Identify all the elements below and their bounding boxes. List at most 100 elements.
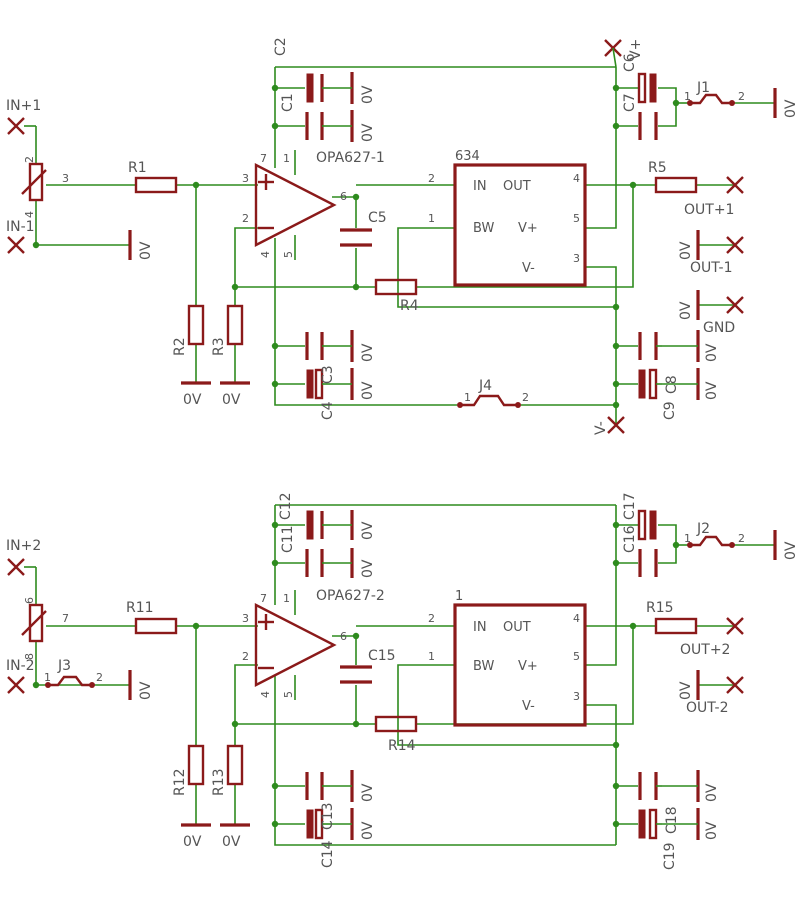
label-c7: C7 <box>622 93 638 112</box>
label-opa627-2: OPA627-2 <box>316 588 385 604</box>
label-in-minus-1: IN-1 <box>6 219 35 235</box>
label-ic2-pin3: 3 <box>573 690 580 703</box>
label-c18-ground: 0V <box>704 783 720 802</box>
label-in-plus-1: IN+1 <box>6 98 41 114</box>
input-pot-1 <box>21 162 47 202</box>
label-r14: R14 <box>388 738 416 754</box>
label-oa2-pin5: 5 <box>282 691 295 698</box>
label-ic2-pin4: 4 <box>573 612 580 625</box>
label-c13: C13 <box>320 802 336 830</box>
label-r4: R4 <box>400 298 419 314</box>
label-j3-pin1: 1 <box>44 671 51 684</box>
label-j1-pin1: 1 <box>684 90 691 103</box>
resistor-r12 <box>187 744 205 786</box>
label-c3: C3 <box>320 365 336 384</box>
resistor-r2 <box>187 304 205 346</box>
resistors-channel-1 <box>134 176 698 346</box>
label-c4: C4 <box>320 401 336 420</box>
label-out1-ground: 0V <box>678 241 694 260</box>
label-ic1-vminus: V- <box>522 261 535 276</box>
label-c3-ground: 0V <box>360 343 376 362</box>
label-ic1-out: OUT <box>503 179 531 194</box>
label-c9-ground: 0V <box>704 381 720 400</box>
label-r13: R13 <box>211 768 227 796</box>
label-j2-pin1: 1 <box>684 532 691 545</box>
label-ic1-in: IN <box>473 179 487 194</box>
label-oa2-pin2: 2 <box>242 650 249 663</box>
label-c19: C19 <box>662 842 678 870</box>
label-r2-ground: 0V <box>183 392 202 408</box>
label-oa2-pin1: 1 <box>283 592 290 605</box>
capacitors-channel-2 <box>305 509 662 840</box>
label-r13-ground: 0V <box>222 834 241 850</box>
label-oa1-pin4: 4 <box>259 251 272 258</box>
label-ic2-bw: BW <box>473 659 494 674</box>
label-gnd: GND <box>703 320 735 336</box>
label-pot1-pin3: 3 <box>62 172 69 185</box>
capacitors-channel-1 <box>305 72 662 400</box>
resistor-r5 <box>654 176 698 194</box>
label-c11: C11 <box>280 525 296 553</box>
label-opa627-1: OPA627-1 <box>316 150 385 166</box>
junctions-channel-2 <box>32 521 680 828</box>
label-j3-ground: 0V <box>138 681 154 700</box>
label-j2-ground: 0V <box>783 541 799 560</box>
input-pot-2 <box>21 603 47 643</box>
label-oa2-pin4: 4 <box>259 691 272 698</box>
label-oa1-pin2: 2 <box>242 212 249 225</box>
label-pot2-pin6: 6 <box>23 597 36 604</box>
label-c6: C6 <box>622 53 638 72</box>
label-r11: R11 <box>126 600 154 616</box>
terminal-markers-channel-1 <box>7 39 744 434</box>
label-j4-pin1: 1 <box>464 391 471 404</box>
resistor-r14 <box>374 715 418 733</box>
label-j1-ground: 0V <box>783 99 799 118</box>
label-r15: R15 <box>646 600 674 616</box>
resistor-r13 <box>226 744 244 786</box>
label-c4-ground: 0V <box>360 381 376 400</box>
label-ic2-in: IN <box>473 620 487 635</box>
label-out-minus-2: OUT-2 <box>686 700 729 716</box>
label-c18: C18 <box>664 806 680 834</box>
label-j4: J4 <box>478 378 492 394</box>
ground-symbols-channel-1 <box>128 72 777 400</box>
resistor-r1 <box>134 176 178 194</box>
label-out-plus-1: OUT+1 <box>684 202 734 218</box>
label-ic1-pin3: 3 <box>573 252 580 265</box>
jumpers-channel-2 <box>45 535 735 688</box>
label-c14: C14 <box>320 840 336 868</box>
ground-symbols-channel-2 <box>128 510 777 840</box>
opamp-opa627-2 <box>254 590 337 700</box>
label-c8-ground: 0V <box>704 343 720 362</box>
label-ic2-vminus: V- <box>522 699 535 714</box>
label-c2: C2 <box>273 37 289 56</box>
label-r5: R5 <box>648 160 667 176</box>
label-ic1-pin1: 1 <box>428 212 435 225</box>
label-j2: J2 <box>696 521 710 537</box>
label-j3: J3 <box>57 658 71 674</box>
label-j4-pin2: 2 <box>522 391 529 404</box>
label-pot2-pin7: 7 <box>62 612 69 625</box>
label-c11-ground: 0V <box>360 559 376 578</box>
ic-buffer-2 <box>453 603 587 727</box>
label-r3: R3 <box>211 337 227 356</box>
label-ic1-vplus: V+ <box>518 221 538 236</box>
resistor-r3 <box>226 304 244 346</box>
label-r3-ground: 0V <box>222 392 241 408</box>
label-ic2-pin2: 2 <box>428 612 435 625</box>
label-ic1-bw: BW <box>473 221 494 236</box>
terminal-markers-channel-2 <box>7 558 744 694</box>
labels-channel-1: C2 C1 0V 0V C6 V+ C7 J1 1 2 0V IN+1 IN-1… <box>6 37 799 435</box>
label-ic1-pin4: 4 <box>573 172 580 185</box>
label-ic2-pin5: 5 <box>573 650 580 663</box>
label-r12: R12 <box>172 768 188 796</box>
label-c2-ground: 0V <box>360 85 376 104</box>
label-c9: C9 <box>662 401 678 420</box>
label-in1-ground: 0V <box>138 241 154 260</box>
channel-2 <box>7 504 777 846</box>
label-oa2-pin7: 7 <box>260 592 267 605</box>
jumpers-channel-1 <box>457 93 735 408</box>
label-r12-ground: 0V <box>183 834 202 850</box>
labels-channel-2: C12 C11 0V 0V C17 C16 J2 1 2 0V IN+2 IN-… <box>6 492 799 870</box>
